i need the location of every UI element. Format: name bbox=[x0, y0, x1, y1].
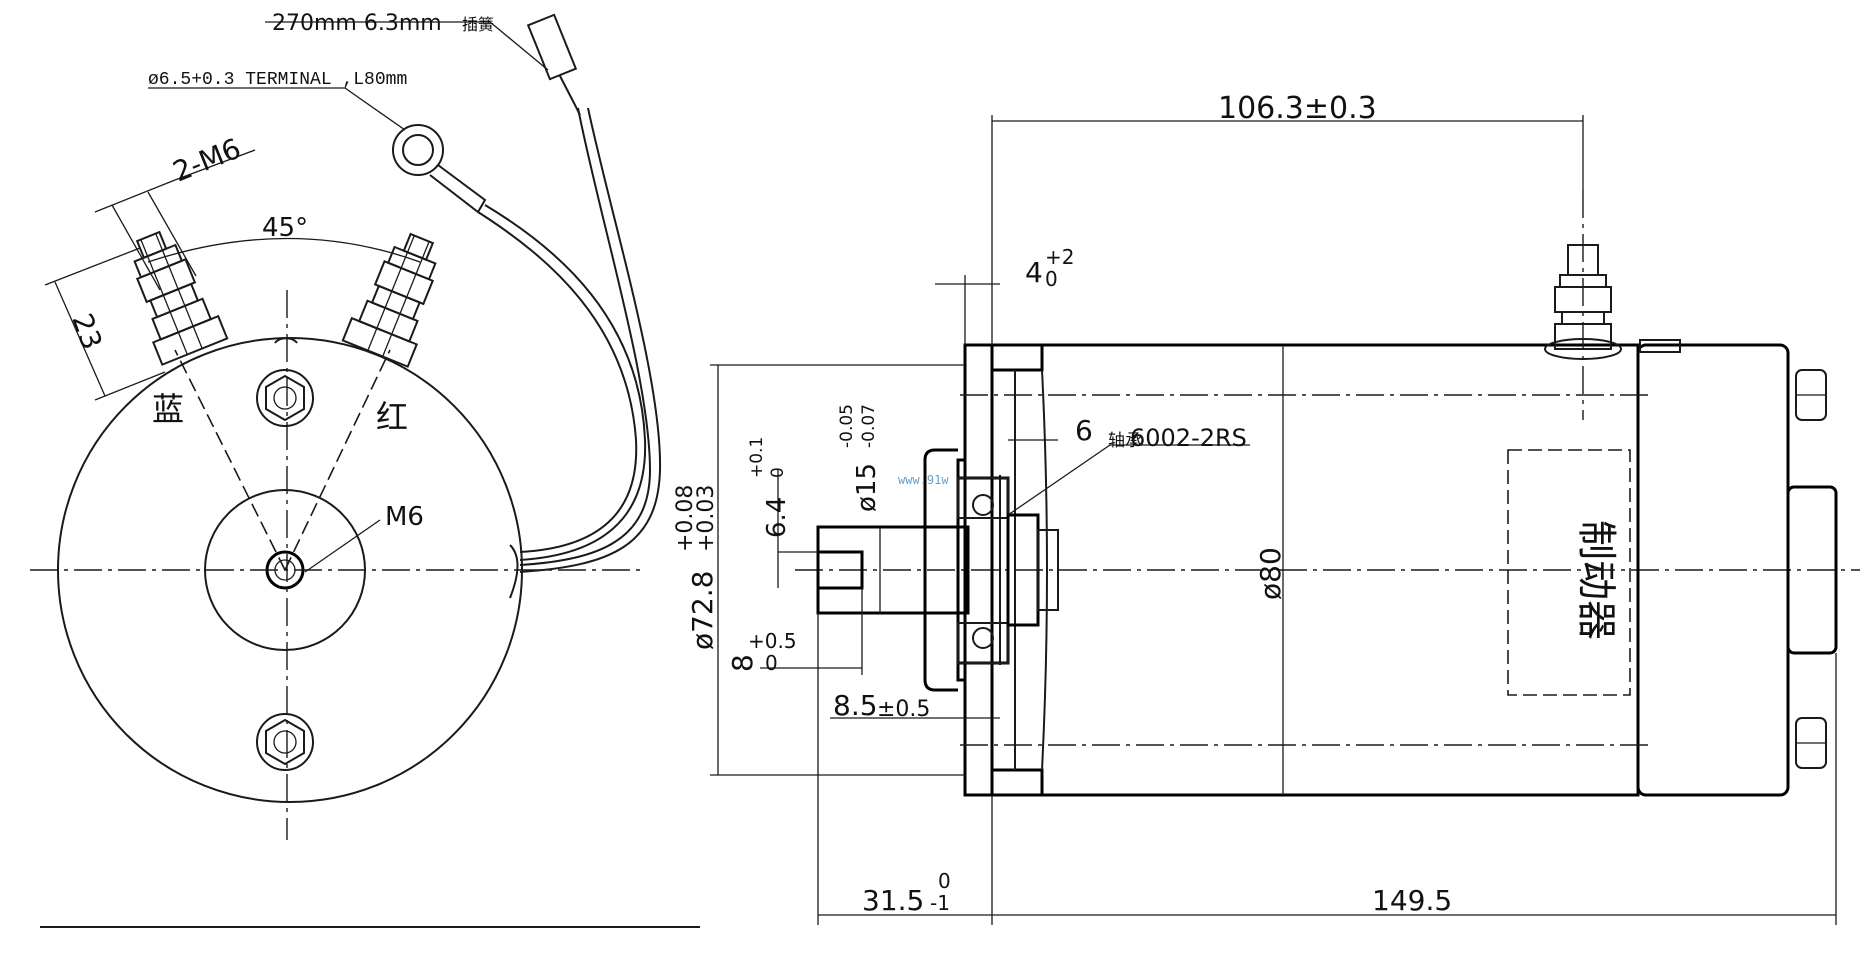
flange-depth-tol-lower: 0 bbox=[1045, 267, 1058, 291]
pilot-dia-tol-lower: +0.03 bbox=[694, 485, 719, 552]
flat-depth-tol-upper: +0.1 bbox=[747, 437, 767, 478]
body-dia-dim: ø80 bbox=[1254, 547, 1287, 600]
key-width-dim: 8 bbox=[726, 654, 759, 672]
flange-depth-dim: 4 bbox=[1025, 256, 1043, 289]
watermark: www.91w bbox=[898, 473, 949, 487]
shaft-length-tol-upper: 0 bbox=[938, 869, 951, 893]
shoulder-dim: 8.5 bbox=[833, 689, 878, 722]
body-length-dim: 149.5 bbox=[1372, 884, 1452, 917]
bearing-prefix: 轴承 bbox=[1108, 431, 1142, 451]
blade-terminal bbox=[526, 13, 581, 116]
key-width-tol-lower: 0 bbox=[765, 651, 778, 675]
blue-wire-label: 蓝 bbox=[152, 390, 184, 428]
key-width-tol-upper: +0.5 bbox=[748, 629, 797, 653]
pilot-dia-tol-upper: +0.08 bbox=[673, 485, 698, 552]
brake-label: 制动器 bbox=[1573, 520, 1619, 640]
top-hex-bolt bbox=[256, 337, 314, 427]
shaft-dia-tol-lower: -0.07 bbox=[859, 404, 879, 448]
right-nut-top bbox=[1795, 369, 1827, 421]
right-nut-bottom bbox=[1795, 717, 1827, 769]
height-label: 23 bbox=[65, 309, 108, 354]
shoulder-tol: ±0.5 bbox=[877, 697, 930, 722]
pilot-dia-dim: ø72.8 bbox=[686, 571, 719, 650]
angle-label: 45° bbox=[262, 213, 308, 243]
red-terminal-stud bbox=[341, 232, 437, 368]
end-view bbox=[30, 13, 700, 928]
overall-length-dim: 106.3±0.3 bbox=[1218, 91, 1377, 126]
lead-length-label: 270mm 6.3mm bbox=[272, 11, 442, 36]
center-thread-label: M6 bbox=[385, 502, 424, 532]
red-wire-label: 红 bbox=[376, 398, 408, 436]
ring-terminal bbox=[392, 124, 487, 214]
shaft-length-dim: 31.5 bbox=[862, 884, 924, 917]
lead-length-label-suffix: 插簧 bbox=[462, 15, 494, 34]
flat-depth-dim: 6.4 bbox=[762, 497, 792, 538]
flat-depth-tol-lower: 0 bbox=[768, 467, 788, 478]
bolt-label: 2-M6 bbox=[168, 132, 245, 189]
bearing-model: 6002-2RS bbox=[1130, 424, 1247, 452]
shaft-dia-tol-upper: -0.05 bbox=[837, 404, 857, 448]
shaft bbox=[816, 513, 1059, 627]
shaft-dia-dim: ø15 bbox=[852, 463, 882, 512]
shaft-length-tol-lower: -1 bbox=[930, 891, 950, 915]
bottom-hex-bolt bbox=[256, 713, 314, 771]
top-terminal-stud bbox=[1544, 190, 1622, 420]
terminal-label: ø6.5+0.3 TERMINAL ,L80mm bbox=[148, 70, 407, 90]
blue-terminal-stud bbox=[133, 230, 229, 366]
flange-depth-tol-upper: +2 bbox=[1045, 245, 1074, 269]
side-view bbox=[710, 115, 1860, 925]
bearing-offset-dim: 6 bbox=[1075, 414, 1093, 447]
